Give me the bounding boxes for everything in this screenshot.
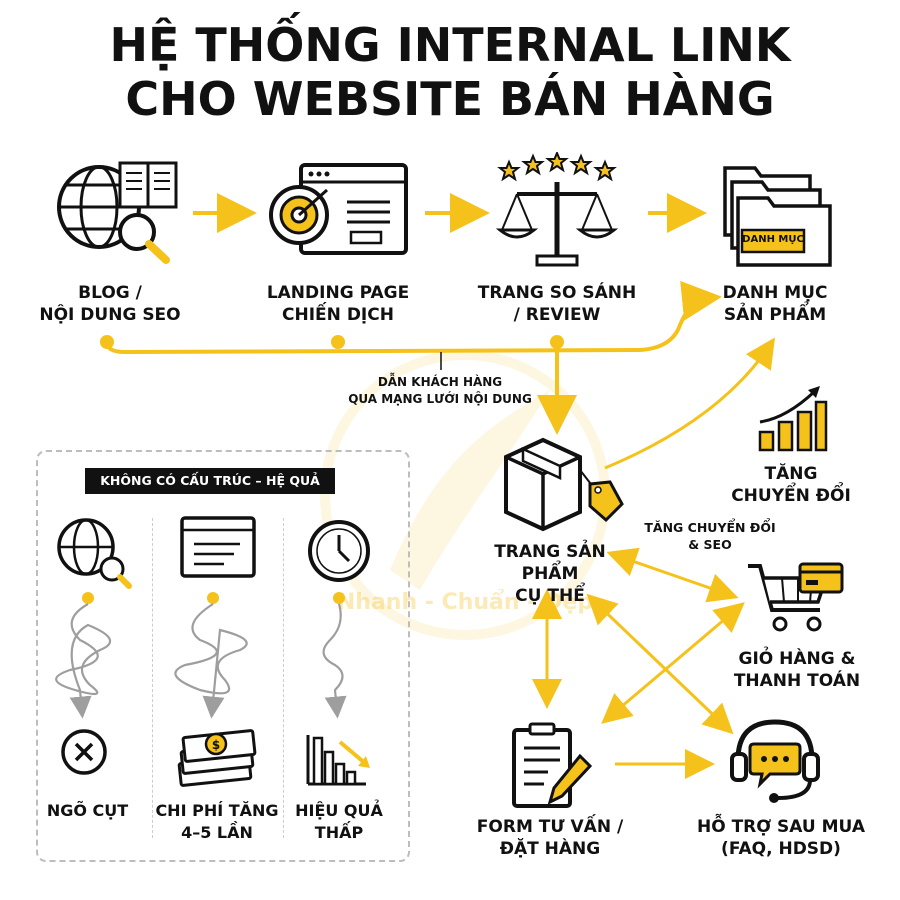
- problem-box: [36, 450, 410, 862]
- problem-badge: KHÔNG CÓ CẤU TRÚC – HỆ QUẢ: [85, 468, 335, 494]
- network-line: [105, 280, 722, 355]
- wiggle-path-3: [322, 603, 347, 719]
- category-label: DANH MỤC SẢN PHẨM: [722, 283, 828, 325]
- landing-target-icon: [269, 163, 408, 255]
- x-circle-icon: [61, 729, 107, 775]
- arrow-product-category: [604, 337, 775, 470]
- tangled-path-1: [55, 603, 112, 719]
- declining-bars-icon: [306, 735, 370, 786]
- product-label: TRANG SẢN PHẨM CỤ THỂ: [494, 542, 606, 606]
- globe-book-search-icon: [57, 161, 178, 264]
- globe-search-icon: [57, 518, 132, 589]
- cart-label: GIỎ HÀNG & THANH TOÁN: [733, 649, 861, 691]
- svg-text:$: $: [212, 738, 220, 752]
- support-headset-icon: [730, 719, 820, 803]
- category-folders-icon: [723, 166, 832, 267]
- cart-card-icon: [748, 562, 844, 632]
- flow-caption: DẪN KHÁCH HÀNG QUA MẠNG LƯỚI NỘI DUNG: [348, 375, 532, 406]
- arrow-product-cart: [606, 547, 739, 603]
- category-tag: DANH MỤC: [742, 234, 804, 245]
- arrow-form-cart: [601, 602, 745, 724]
- conversion-seo-label: TĂNG CHUYỂN ĐỔI & SEO: [644, 520, 776, 552]
- page-title: HỆ THỐNG INTERNAL LINK CHO WEBSITE BÁN H…: [109, 18, 791, 126]
- blog-label: BLOG / NỘI DUNG SEO: [39, 283, 181, 325]
- money-stack-icon: $: [177, 729, 257, 787]
- browser-window-icon: [180, 516, 256, 578]
- dead-end-label: NGÕ CỤT: [46, 801, 129, 820]
- landing-label: LANDING PAGE CHIẾN DỊCH: [266, 283, 410, 325]
- product-box-icon: [504, 437, 624, 532]
- review-label: TRANG SO SÁNH / REVIEW: [477, 283, 637, 325]
- growth-chart-icon: [758, 386, 828, 452]
- clock-icon: [308, 520, 370, 582]
- order-form-icon: [512, 722, 593, 808]
- cost-label: CHI PHÍ TĂNG 4–5 LẦN: [155, 801, 279, 842]
- support-label: HỖ TRỢ SAU MUA (FAQ, HDSD): [696, 817, 865, 859]
- low-efficiency-label: HIỆU QUẢ THẤP: [295, 801, 383, 842]
- conversion-label: TĂNG CHUYỂN ĐỔI: [731, 464, 851, 506]
- tangled-path-2: [174, 603, 248, 719]
- form-label: FORM TƯ VẤN / ĐẶT HÀNG: [476, 817, 624, 859]
- scale-stars-icon: [495, 152, 619, 267]
